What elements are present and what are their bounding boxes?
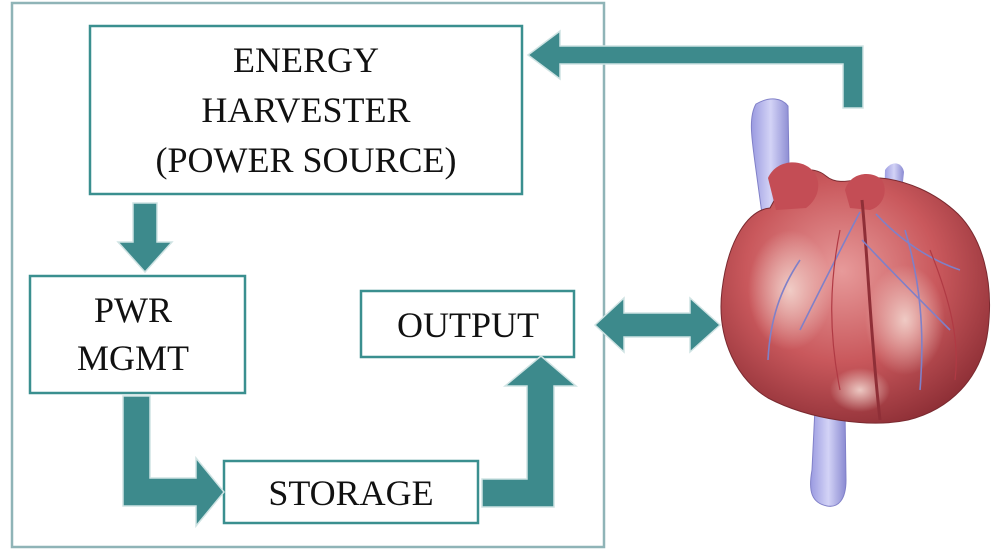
heart-to-harvester-arrow [526, 29, 864, 109]
power-management-line-2: MGMT [77, 338, 189, 378]
storage-block: STORAGE [222, 459, 480, 525]
storage-to-output-arrow [481, 355, 579, 508]
energy-harvester-block: ENERGY HARVESTER (POWER SOURCE) [88, 24, 524, 196]
power-management-line-1: PWR [94, 290, 172, 330]
storage-label: STORAGE [268, 473, 433, 513]
power-management-block: PWR MGMT [28, 274, 247, 395]
energy-harvester-line-2: HARVESTER [201, 90, 410, 130]
heart-icon [720, 98, 991, 507]
output-label: OUTPUT [397, 305, 539, 345]
energy-harvester-line-3: (POWER SOURCE) [155, 140, 456, 180]
output-heart-double-arrow [593, 296, 722, 354]
harvester-to-pwr-mgmt-arrow [116, 202, 174, 274]
device-enclosure [10, 1, 606, 549]
output-block: OUTPUT [359, 289, 576, 359]
pwr-mgmt-to-storage-arrow [122, 395, 225, 529]
energy-harvester-line-1: ENERGY [233, 40, 379, 80]
